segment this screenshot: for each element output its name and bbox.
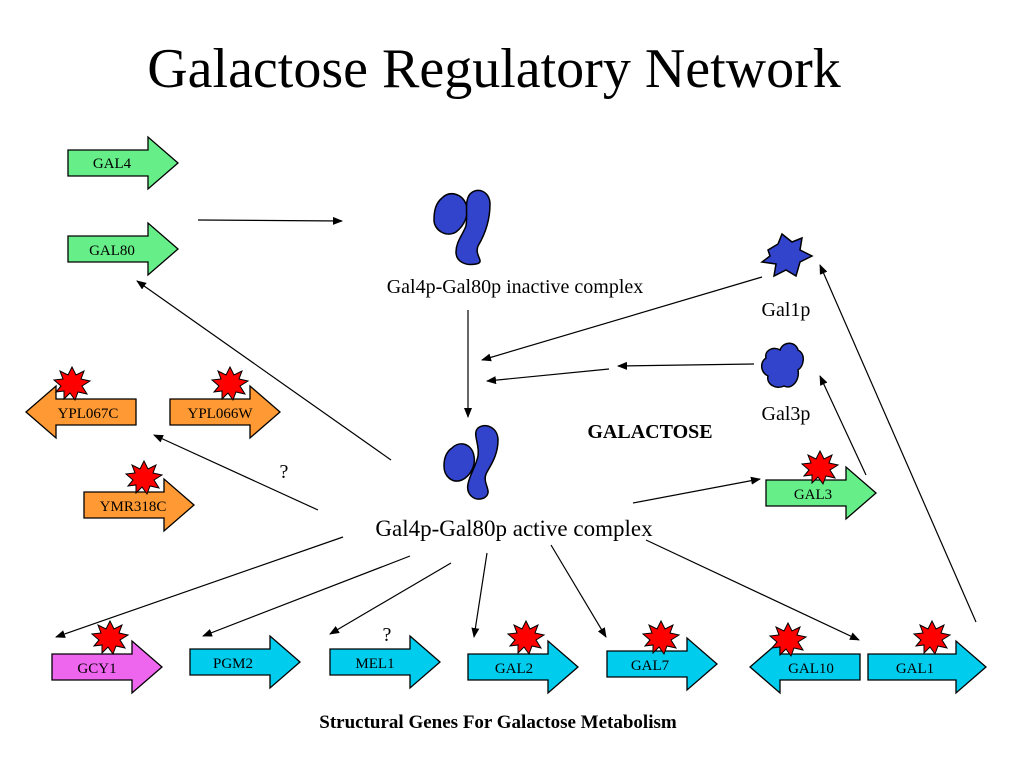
page-title: Galactose Regulatory Network xyxy=(147,38,841,100)
gene-ypl066w: YPL066W xyxy=(169,384,281,440)
induced-marker-ypl066w xyxy=(211,366,249,401)
gal3p-icon xyxy=(761,342,804,388)
gal1p-icon xyxy=(760,232,814,278)
gene-gal3: GAL3 xyxy=(765,465,877,521)
gene-gcy1-label: GCY1 xyxy=(77,661,116,677)
gene-gal1-label: GAL1 xyxy=(896,661,934,677)
gene-gal3-label: GAL3 xyxy=(794,487,832,503)
footer-caption: Structural Genes For Galactose Metabolis… xyxy=(319,712,677,733)
induced-marker-gal2 xyxy=(507,620,545,655)
gene-gal4: GAL4 xyxy=(67,135,179,191)
gene-gal1: GAL1 xyxy=(867,639,987,695)
gene-mel1: MEL1 xyxy=(329,634,441,690)
gene-gal7-label: GAL7 xyxy=(631,658,670,674)
galactose-label: GALACTOSE xyxy=(587,421,712,443)
gal1p-label: Gal1p xyxy=(762,299,811,321)
question-mark-upper: ? xyxy=(280,461,289,483)
active-complex-label: Gal4p-Gal80p active complex xyxy=(375,516,653,541)
edge-genes-to-inactive xyxy=(197,216,343,225)
induced-marker-gal1 xyxy=(913,620,951,655)
induced-marker-ypl067c xyxy=(53,366,91,401)
gene-pgm2-label: PGM2 xyxy=(213,656,253,672)
gal3p-label: Gal3p xyxy=(762,403,811,425)
gene-gal80-label: GAL80 xyxy=(89,243,135,259)
edge-active-to-gal10 xyxy=(645,539,860,641)
gene-mel1-label: MEL1 xyxy=(355,656,394,672)
edge-active-to-ypl067c xyxy=(153,434,319,511)
inactive-complex-icon xyxy=(433,189,491,266)
gene-pgm2: PGM2 xyxy=(189,634,301,690)
edge-active-to-mel1 xyxy=(329,562,452,635)
induced-marker-gcy1 xyxy=(91,620,129,655)
edge-gal3-to-gal3p xyxy=(819,375,867,476)
active-complex-icon xyxy=(443,424,499,500)
gene-gal4-label: GAL4 xyxy=(93,156,132,172)
induced-marker-gal3 xyxy=(801,450,839,485)
gene-gal10-label: GAL10 xyxy=(788,661,834,677)
induced-marker-gal7 xyxy=(642,620,680,655)
edge-active-to-gcy1 xyxy=(55,536,344,638)
edge-active-to-gal80 xyxy=(136,280,392,461)
edges xyxy=(55,216,977,641)
gene-gal2-label: GAL2 xyxy=(495,661,533,677)
edge-active-to-gal2 xyxy=(471,552,488,638)
gene-ypl066w-label: YPL066W xyxy=(188,406,254,422)
gene-gcy1: GCY1 xyxy=(51,639,163,695)
question-mark-lower: ? xyxy=(383,624,392,646)
gene-ypl067c-label: YPL067C xyxy=(58,406,119,422)
gene-ypl067c: YPL067C xyxy=(25,384,137,440)
edge-gal1p-to-complex xyxy=(481,276,763,362)
induced-marker-ymr318c xyxy=(125,460,163,495)
inactive-complex-label: Gal4p-Gal80p inactive complex xyxy=(387,276,644,298)
gene-gal10: GAL10 xyxy=(749,639,861,695)
gene-gal7: GAL7 xyxy=(606,636,718,692)
edge-galactose-to-complex xyxy=(486,368,610,385)
gene-ymr318c-label: YMR318C xyxy=(100,499,167,515)
gene-ymr318c: YMR318C xyxy=(83,477,195,533)
edge-active-to-pgm2 xyxy=(202,555,411,637)
edge-gal1-to-gal1p xyxy=(819,264,977,623)
edge-gal3p-to-galactose xyxy=(617,361,755,370)
gene-gal2: GAL2 xyxy=(467,639,579,695)
edge-active-to-gal3 xyxy=(632,476,761,504)
gene-gal80: GAL80 xyxy=(67,221,179,277)
edge-active-to-gal7 xyxy=(550,544,607,638)
